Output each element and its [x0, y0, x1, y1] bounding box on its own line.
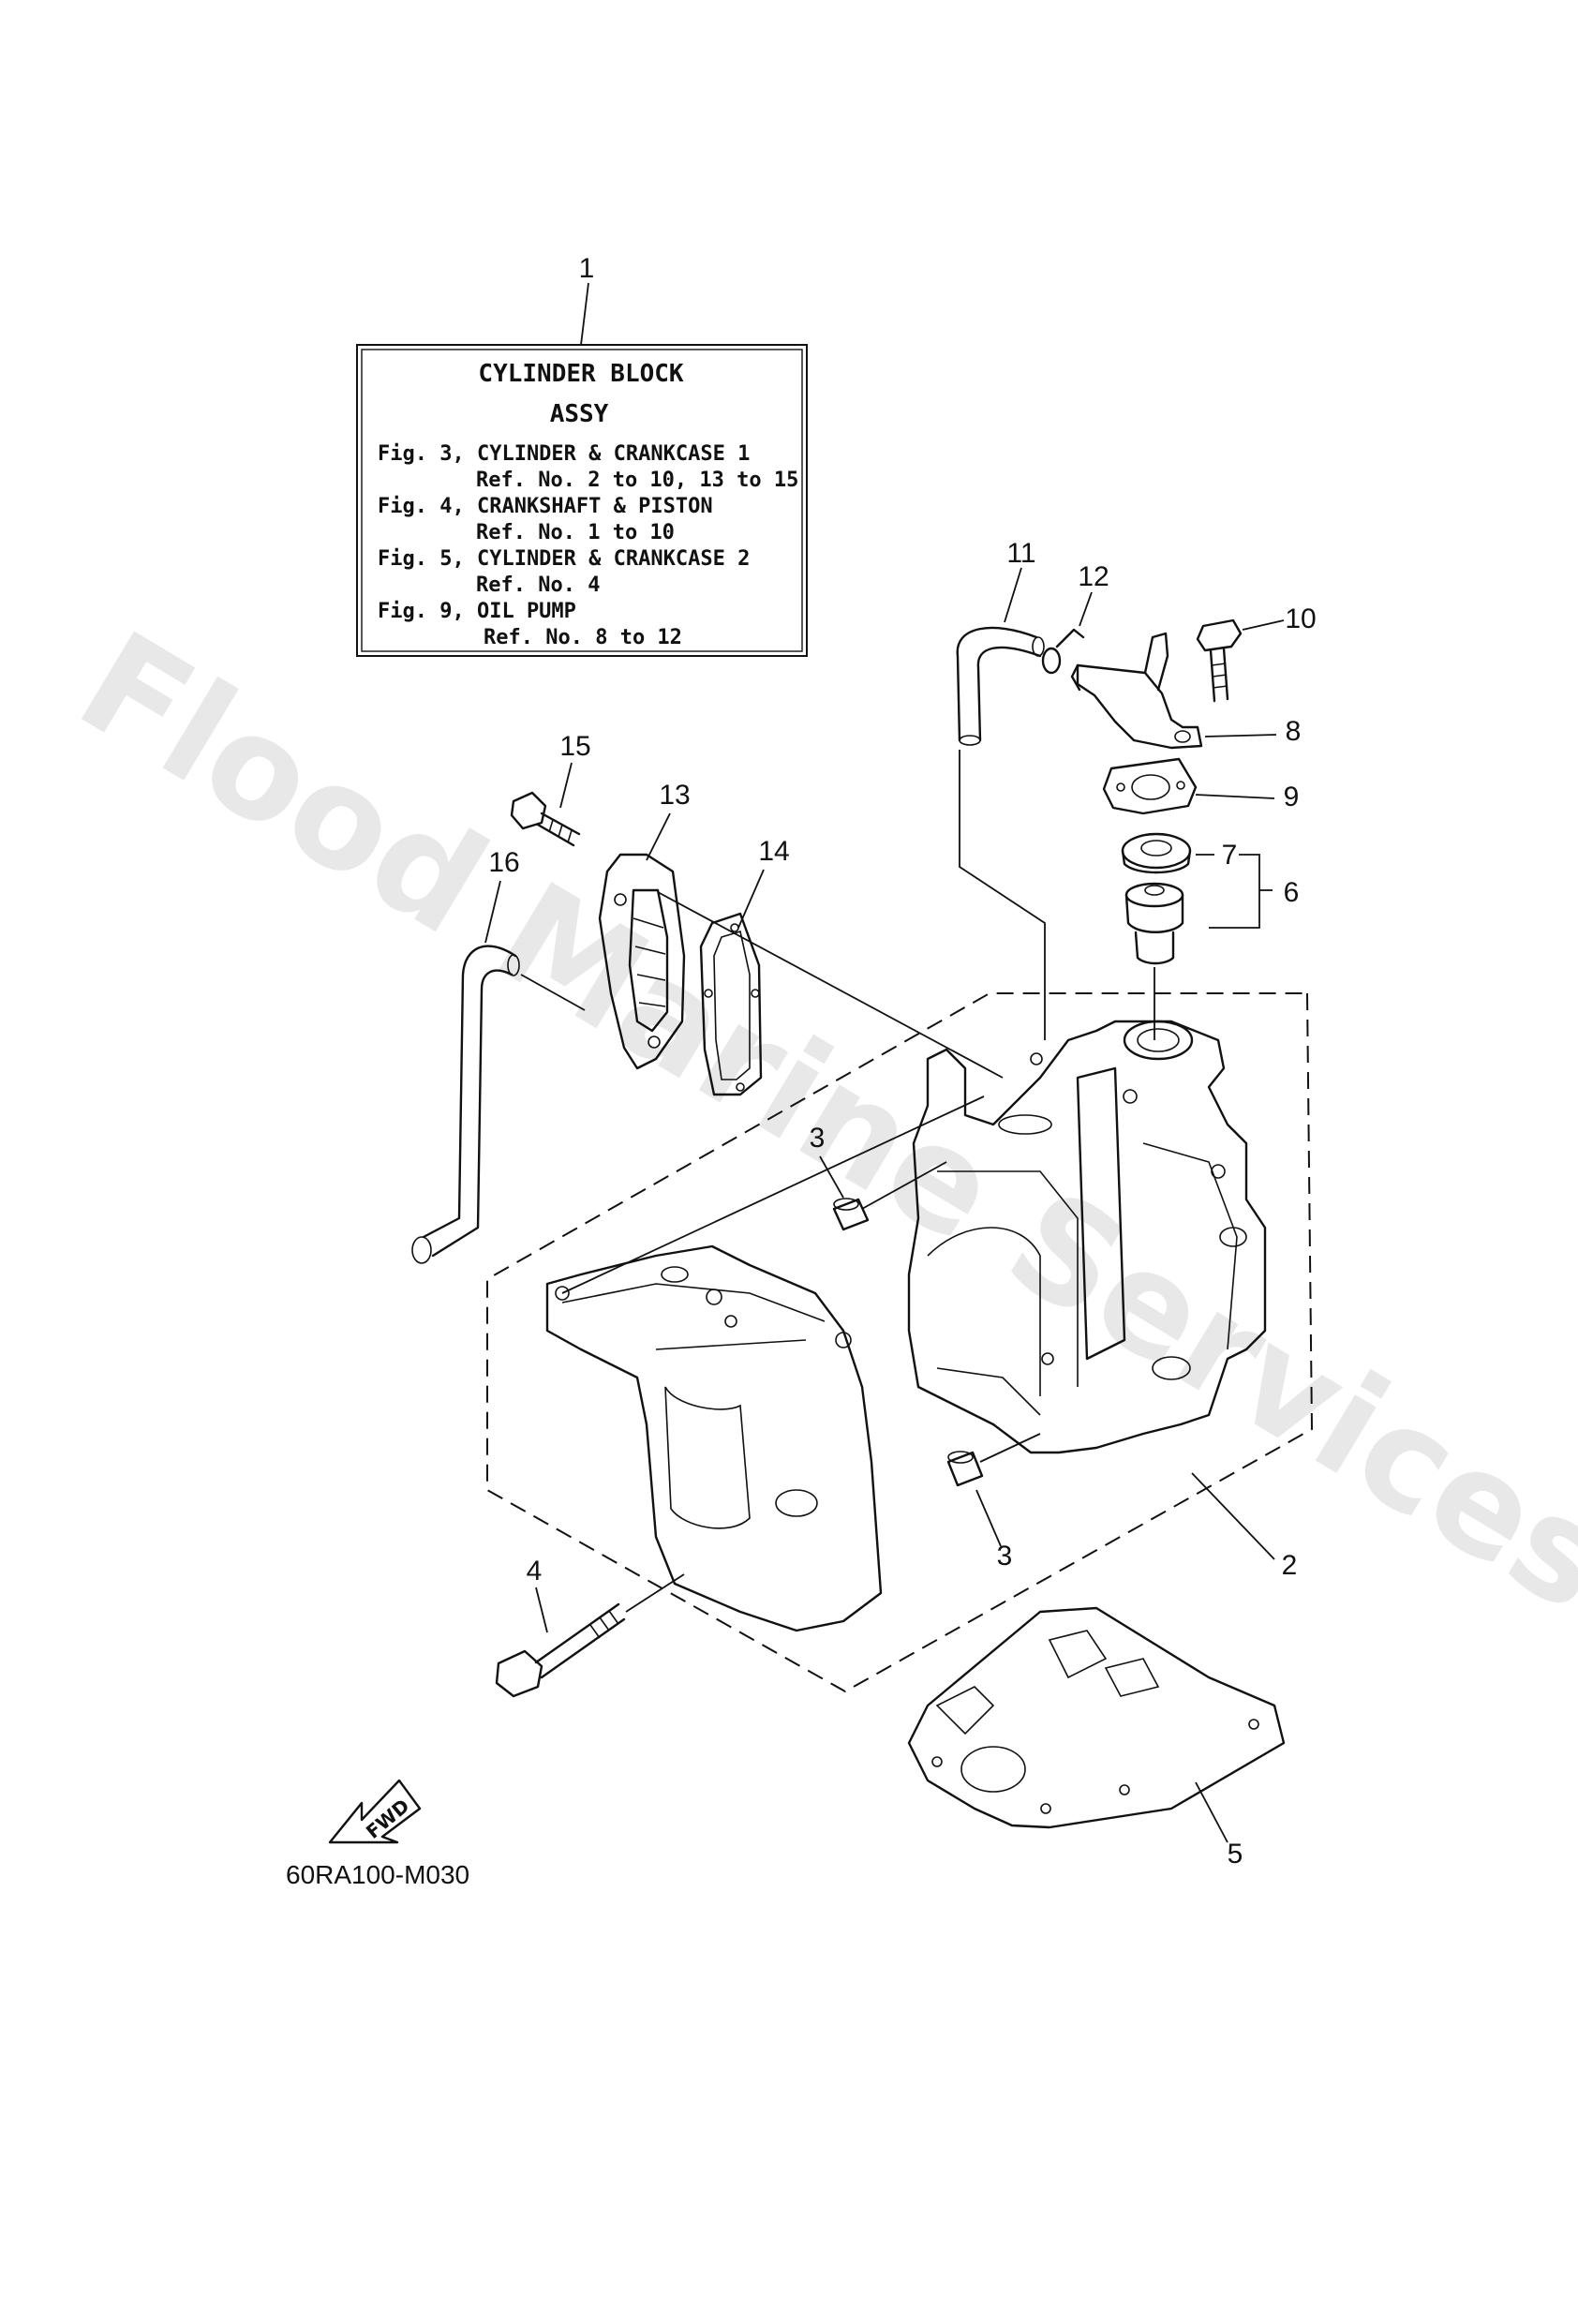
- crankcase: [545, 1095, 985, 1632]
- callout-2: 2: [1282, 1550, 1298, 1581]
- bolt-15: 15: [510, 731, 591, 847]
- info-box-subtitle: ASSY: [550, 400, 609, 428]
- callout-5: 5: [1228, 1839, 1243, 1870]
- info-line: Fig. 4, CRANKSHAFT & PISTON: [378, 495, 713, 518]
- diagram-code: 60RA100-M030: [286, 1860, 469, 1889]
- callout-7: 7: [1222, 840, 1238, 871]
- info-line: Fig. 3, CYLINDER & CRANKCASE 1: [378, 442, 750, 466]
- oil-pump-8: 8: [1070, 632, 1302, 750]
- thermostat-6: 7 6: [1121, 832, 1300, 1040]
- info-line: Fig. 9, OIL PUMP: [378, 600, 576, 623]
- info-line: Ref. No. 2 to 10, 13 to 15: [476, 469, 798, 492]
- callout-14: 14: [758, 836, 789, 867]
- bolt-10: 10: [1196, 603, 1317, 703]
- callout-4: 4: [527, 1556, 543, 1587]
- cylinder-block-2: 2: [907, 1020, 1298, 1581]
- hose-11: 11: [956, 538, 1046, 1040]
- callout-11: 11: [1006, 538, 1035, 569]
- assembly-outline: [486, 992, 1314, 1693]
- callout-10: 10: [1285, 603, 1316, 634]
- gasket-5: 5: [907, 1606, 1286, 1870]
- info-box-title: CYLINDER BLOCK: [478, 360, 683, 388]
- gasket-9: 9: [1102, 757, 1300, 815]
- info-box-inner: [361, 349, 803, 652]
- cover-13: 13: [598, 780, 691, 1070]
- dowel-pin-3a: 3: [810, 1123, 947, 1231]
- leader-1: [580, 282, 589, 346]
- clip-12: 12: [1041, 561, 1109, 675]
- callout-3a: 3: [810, 1123, 826, 1154]
- info-line: Ref. No. 8 to 12: [484, 626, 682, 649]
- callout-3b: 3: [997, 1541, 1013, 1572]
- info-line: Ref. No. 4: [476, 574, 600, 597]
- callout-16: 16: [488, 847, 519, 878]
- callout-12: 12: [1078, 561, 1109, 592]
- hose-16: 16: [411, 847, 586, 1264]
- info-line: Fig. 5, CYLINDER & CRANKCASE 2: [378, 547, 750, 571]
- gasket-14: 14: [657, 836, 1004, 1096]
- callout-1: 1: [579, 253, 595, 284]
- fwd-arrow-icon: FWD: [328, 1779, 422, 1844]
- info-box: 1 CYLINDER BLOCK ASSY Fig. 3, CYLINDER &…: [356, 253, 808, 657]
- callout-8: 8: [1286, 716, 1302, 747]
- callout-15: 15: [559, 731, 590, 762]
- info-box-outer: [356, 344, 808, 657]
- callout-13: 13: [659, 780, 690, 811]
- dowel-pin-3b: 3: [946, 1433, 1041, 1572]
- info-line: Ref. No. 1 to 10: [476, 521, 675, 544]
- callout-9: 9: [1284, 782, 1300, 812]
- callout-6: 6: [1284, 877, 1300, 908]
- bolt-4: 4: [495, 1556, 685, 1698]
